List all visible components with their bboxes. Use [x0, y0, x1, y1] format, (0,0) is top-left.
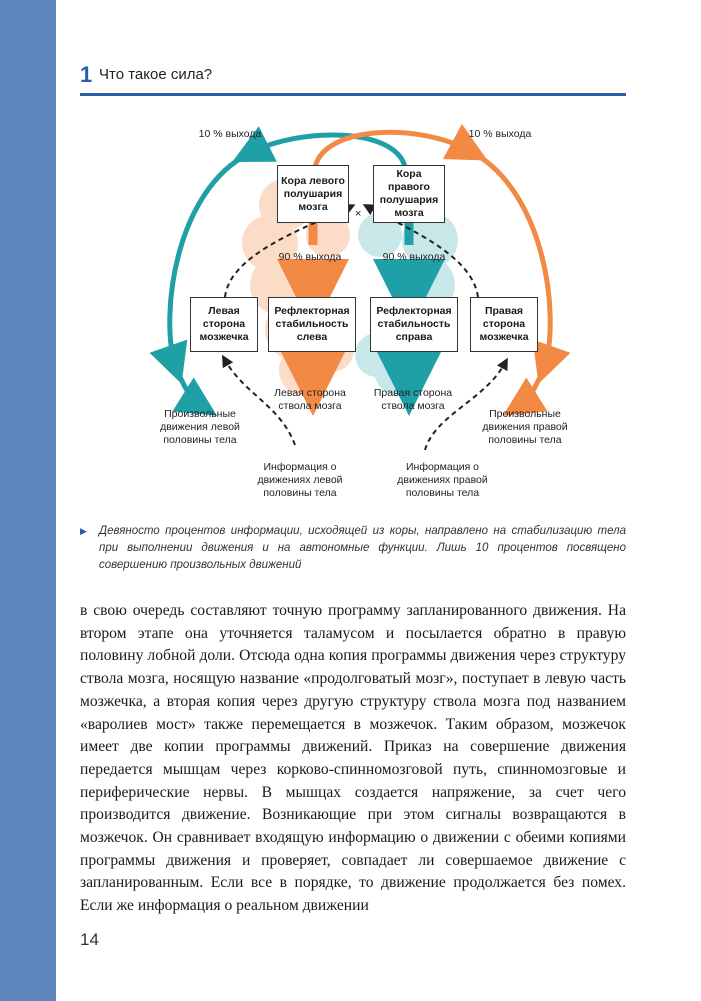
- dashed-left-info: [222, 354, 296, 446]
- box-cortex-right: Кора правого полушария мозга: [373, 165, 445, 223]
- cross-marker: ×: [355, 208, 361, 220]
- brainstem-label-left: Левая сторона ствола мозга: [274, 387, 346, 412]
- chapter-title: Что такое сила?: [99, 66, 213, 83]
- header-rule: [80, 93, 626, 96]
- output-label-left: 10 % выхода: [198, 128, 262, 140]
- body-paragraph: в свою очередь составляют точную програм…: [80, 602, 626, 915]
- info-label-right: Информация о движениях правой половины т…: [397, 461, 488, 499]
- box-cerebellum-right: Правая сторона мозжечка: [470, 297, 538, 352]
- percent-label-right: 90 % выхода: [382, 251, 446, 263]
- chapter-number: 1: [80, 62, 93, 87]
- box-cerebellum-left: Левая сторона мозжечка: [190, 297, 258, 352]
- page-number: 14: [80, 930, 99, 949]
- box-reflex-left: Рефлекторная стабильность слева: [268, 297, 356, 352]
- percent-label-left: 90 % выхода: [278, 251, 342, 263]
- voluntary-label-left: Произвольные движения левой половины тел…: [160, 408, 240, 446]
- caption-triangle-icon: ▶: [80, 526, 87, 536]
- dashed-right-info: [424, 357, 508, 451]
- box-cortex-left: Кора левого полушария мозга: [277, 165, 349, 223]
- brainstem-label-right: Правая сторона ствола мозга: [373, 387, 453, 412]
- motor-control-diagram: × Кора левого полушария мозга Кора право…: [80, 115, 626, 513]
- caption-text: Девяносто процентов информации, исходяще…: [99, 525, 626, 571]
- body-text: в свою очередь составляют точную програм…: [80, 600, 626, 918]
- output-label-right: 10 % выхода: [468, 128, 532, 140]
- orange-arc: [312, 123, 571, 416]
- chapter-header: 1 Что такое сила?: [80, 62, 626, 92]
- info-label-left: Информация о движениях левой половины те…: [257, 461, 343, 499]
- figure-caption: ▶ Девяносто процентов информации, исходя…: [80, 523, 626, 574]
- box-reflex-right: Рефлекторная стабильность справа: [370, 297, 458, 352]
- voluntary-label-right: Произвольные движения правой половины те…: [482, 408, 568, 446]
- page-edge-strip: [0, 0, 56, 1001]
